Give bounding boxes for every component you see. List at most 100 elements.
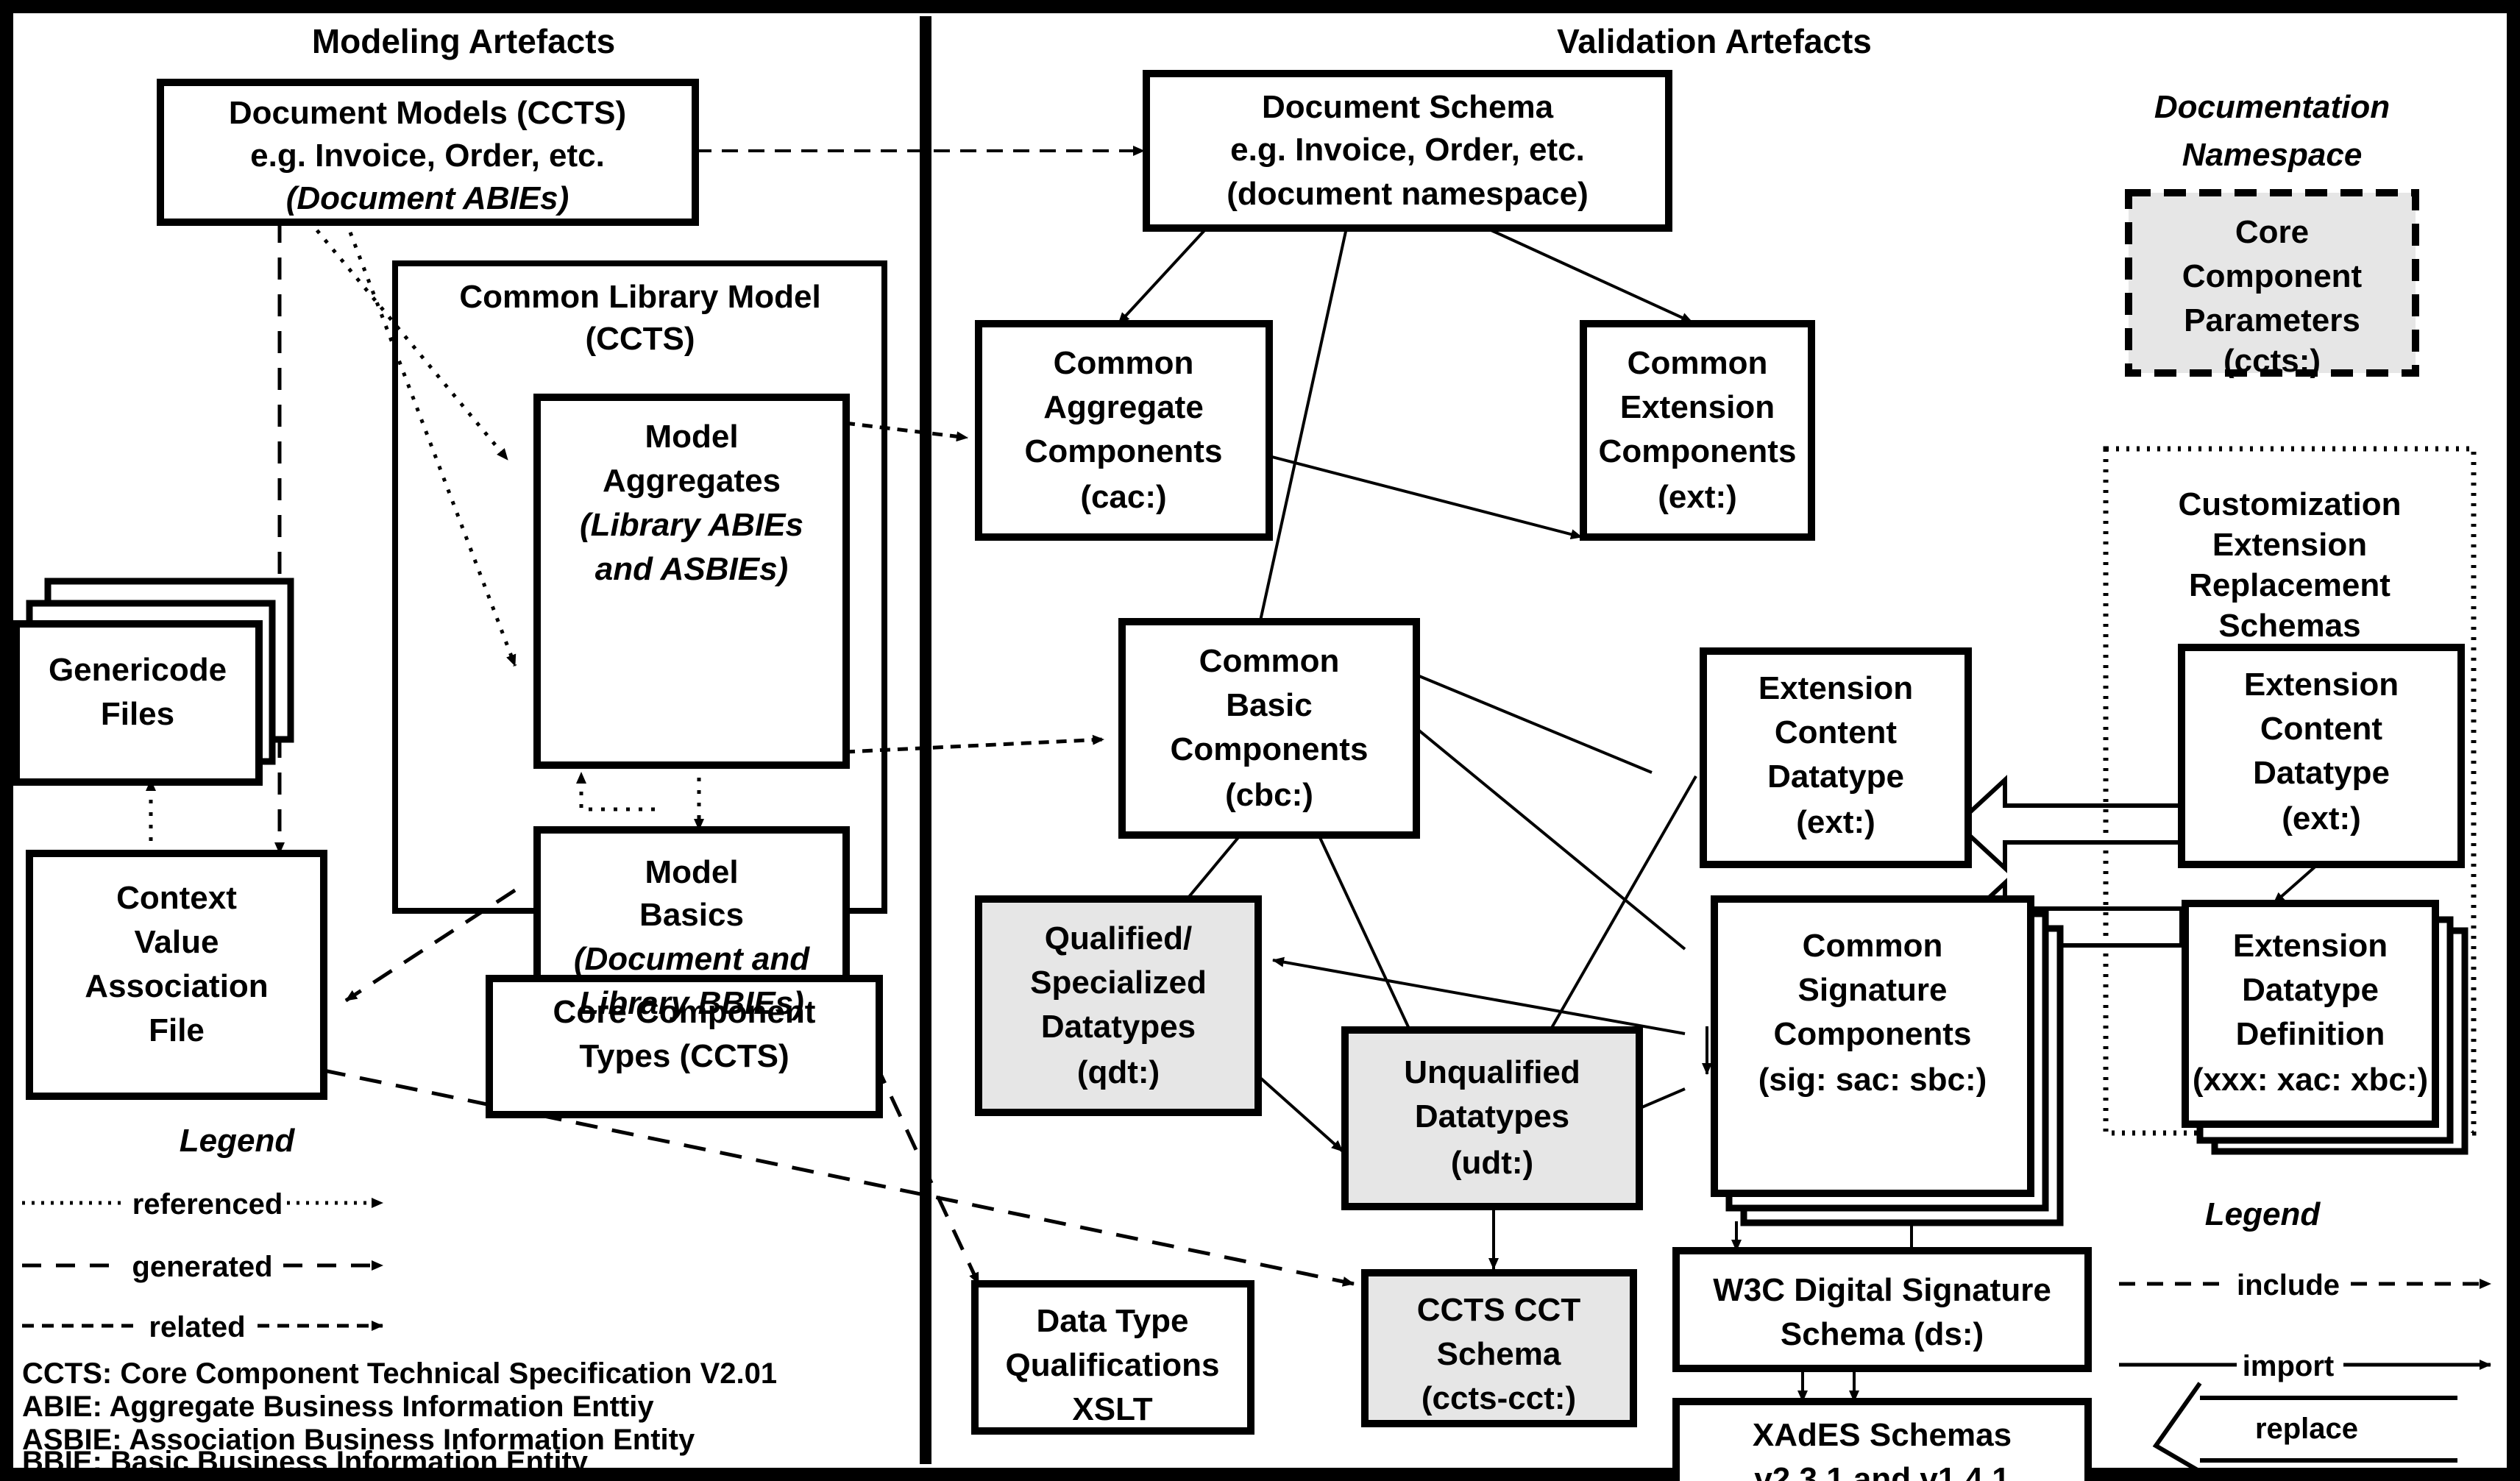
edge-docmodels-aggregates <box>308 219 509 461</box>
replace-arrow-upper <box>1953 775 2184 873</box>
svg-text:generated: generated <box>132 1251 272 1283</box>
box-document-models <box>157 79 699 226</box>
model-basics-2: Basics <box>639 897 744 933</box>
xades-2: v2.3.1 and v1.4.1 <box>1754 1461 2009 1481</box>
ccts-cct-3: (ccts-cct:) <box>1422 1380 1576 1416</box>
genericode-files-1: Genericode <box>49 652 227 688</box>
cec-2: Extension <box>1620 389 1775 425</box>
ext-content-datatype-4: (ext:) <box>1796 804 1875 840</box>
box-context-value-association-file <box>26 850 327 1100</box>
box-qualified-specialized-datatypes <box>975 895 1262 1116</box>
box-model-aggregates <box>533 394 850 769</box>
header-modeling-artefacts: Modeling Artefacts <box>312 22 615 60</box>
udt-1: Unqualified <box>1404 1054 1580 1090</box>
box-common-basic-components <box>1118 618 1420 839</box>
cac-1: Common <box>1054 345 1194 381</box>
legend-left-title: Legend <box>180 1123 296 1159</box>
customization-title-1: Customization <box>2178 486 2401 522</box>
cec-4: (ext:) <box>1658 479 1737 515</box>
ext-content-datatype-2: Content <box>1775 714 1898 750</box>
legend-abbr-bbie: BBIE: Basic Business Information Entity <box>22 1446 589 1478</box>
group-label-documentation-namespace-2: Namespace <box>2182 137 2363 173</box>
box-document-schema <box>1143 70 1672 232</box>
customization-title-4: Schemas <box>2218 608 2360 644</box>
context-value-1: Context <box>116 880 237 916</box>
group-label-documentation-namespace-1: Documentation <box>2154 89 2390 125</box>
box-extension-content-datatype <box>1700 647 1972 868</box>
edge-docschema-cbc <box>1252 227 1348 648</box>
legend-right-item-import: import <box>2119 1350 2491 1382</box>
common-signature-4: (sig: sac: sbc:) <box>1758 1062 1987 1098</box>
box-ccts-cct-schema <box>1361 1269 1637 1427</box>
customization-title-3: Replacement <box>2189 567 2391 603</box>
legend-left-item-referenced: referenced <box>22 1188 383 1221</box>
ext-content-datatype-3: Datatype <box>1767 759 1904 795</box>
edge-docschema-cec <box>1486 227 1693 324</box>
legend-left-item-generated: generated <box>22 1251 383 1283</box>
document-models-3: (Document ABIEs) <box>286 180 569 216</box>
edge-cct-datatypequal <box>873 1062 981 1285</box>
edge-cac-cec <box>1268 455 1583 540</box>
common-library-model-1: Common Library Model <box>459 279 820 315</box>
box-customization-extension-content-datatype <box>2178 644 2465 868</box>
svg-text:related: related <box>149 1311 245 1343</box>
legend-right-item-replace: replace <box>2152 1382 2457 1474</box>
edge-contextvalue-cctscct <box>323 1068 1355 1287</box>
ext-datatype-definition-3: Definition <box>2236 1016 2385 1052</box>
document-schema-1: Document Schema <box>1262 89 1554 125</box>
box-extension-datatype-definition <box>2182 900 2439 1128</box>
legend-left-item-related: related <box>22 1311 383 1343</box>
box-xades-schemas <box>1672 1398 2092 1481</box>
cec-1: Common <box>1628 345 1768 381</box>
cbc-4: (cbc:) <box>1225 777 1313 813</box>
cac-2: Aggregate <box>1043 389 1204 425</box>
edge-basics-cbc <box>844 734 1104 754</box>
qdt-2: Specialized <box>1030 965 1207 1001</box>
cbc-3: Components <box>1171 731 1369 767</box>
box-common-aggregate-components <box>975 320 1273 541</box>
qdt-4: (qdt:) <box>1077 1054 1160 1090</box>
model-aggregates-4: and ASBIEs) <box>595 551 788 587</box>
svg-text:import: import <box>2243 1350 2334 1382</box>
edge-sig-qdt <box>1272 956 1686 1035</box>
cust-ext-content-datatype-2: Content <box>2260 711 2383 747</box>
data-type-qualifications-1: Data Type <box>1036 1303 1188 1339</box>
header-validation-artefacts: Validation Artefacts <box>1557 22 1872 60</box>
legend-right-item-include: include <box>2119 1269 2491 1301</box>
model-aggregates-3: (Library ABIEs <box>580 507 803 543</box>
qdt-1: Qualified/ <box>1045 920 1192 956</box>
box-unqualified-datatypes <box>1341 1026 1643 1210</box>
context-value-2: Value <box>135 924 219 960</box>
box-core-component-types <box>486 975 883 1118</box>
core-component-parameters-3: Parameters <box>2184 302 2360 338</box>
ccts-cct-2: Schema <box>1437 1336 1561 1372</box>
context-value-3: Association <box>85 968 268 1004</box>
w3c-digital-signature-2: Schema (ds:) <box>1781 1316 1984 1352</box>
document-models-1: Document Models (CCTS) <box>229 95 626 131</box>
ext-datatype-definition-1: Extension <box>2233 928 2388 964</box>
ext-datatype-definition-2: Datatype <box>2242 972 2379 1008</box>
legend-abbr-ccts: CCTS: Core Component Technical Specifica… <box>22 1357 777 1390</box>
box-common-signature-components <box>1711 895 2034 1197</box>
core-component-parameters-2: Component <box>2182 258 2363 294</box>
data-type-qualifications-3: XSLT <box>1072 1391 1152 1427</box>
xades-1: XAdES Schemas <box>1753 1417 2012 1453</box>
cbc-2: Basic <box>1226 687 1312 723</box>
edge-custext-extdtdef <box>2272 863 2319 905</box>
common-signature-1: Common <box>1803 928 1943 964</box>
document-schema-2: e.g. Invoice, Order, etc. <box>1230 132 1585 168</box>
common-signature-2: Signature <box>1798 972 1948 1008</box>
context-value-4: File <box>149 1012 205 1048</box>
document-schema-3: (document namespace) <box>1227 176 1588 212</box>
data-type-qualifications-2: Qualifications <box>1006 1347 1220 1383</box>
legend-abbr-asbie: ASBIE: Association Business Information … <box>22 1424 695 1456</box>
svg-text:include: include <box>2237 1269 2340 1301</box>
document-models-2: e.g. Invoice, Order, etc. <box>250 138 605 174</box>
common-signature-3: Components <box>1774 1016 1972 1052</box>
legend-right-title: Legend <box>2205 1196 2321 1232</box>
ext-datatype-definition-4: (xxx: xac: xbc:) <box>2193 1062 2428 1098</box>
svg-text:referenced: referenced <box>132 1188 283 1221</box>
genericode-files-2: Files <box>101 696 174 732</box>
model-basics-3: (Document and <box>574 941 810 977</box>
